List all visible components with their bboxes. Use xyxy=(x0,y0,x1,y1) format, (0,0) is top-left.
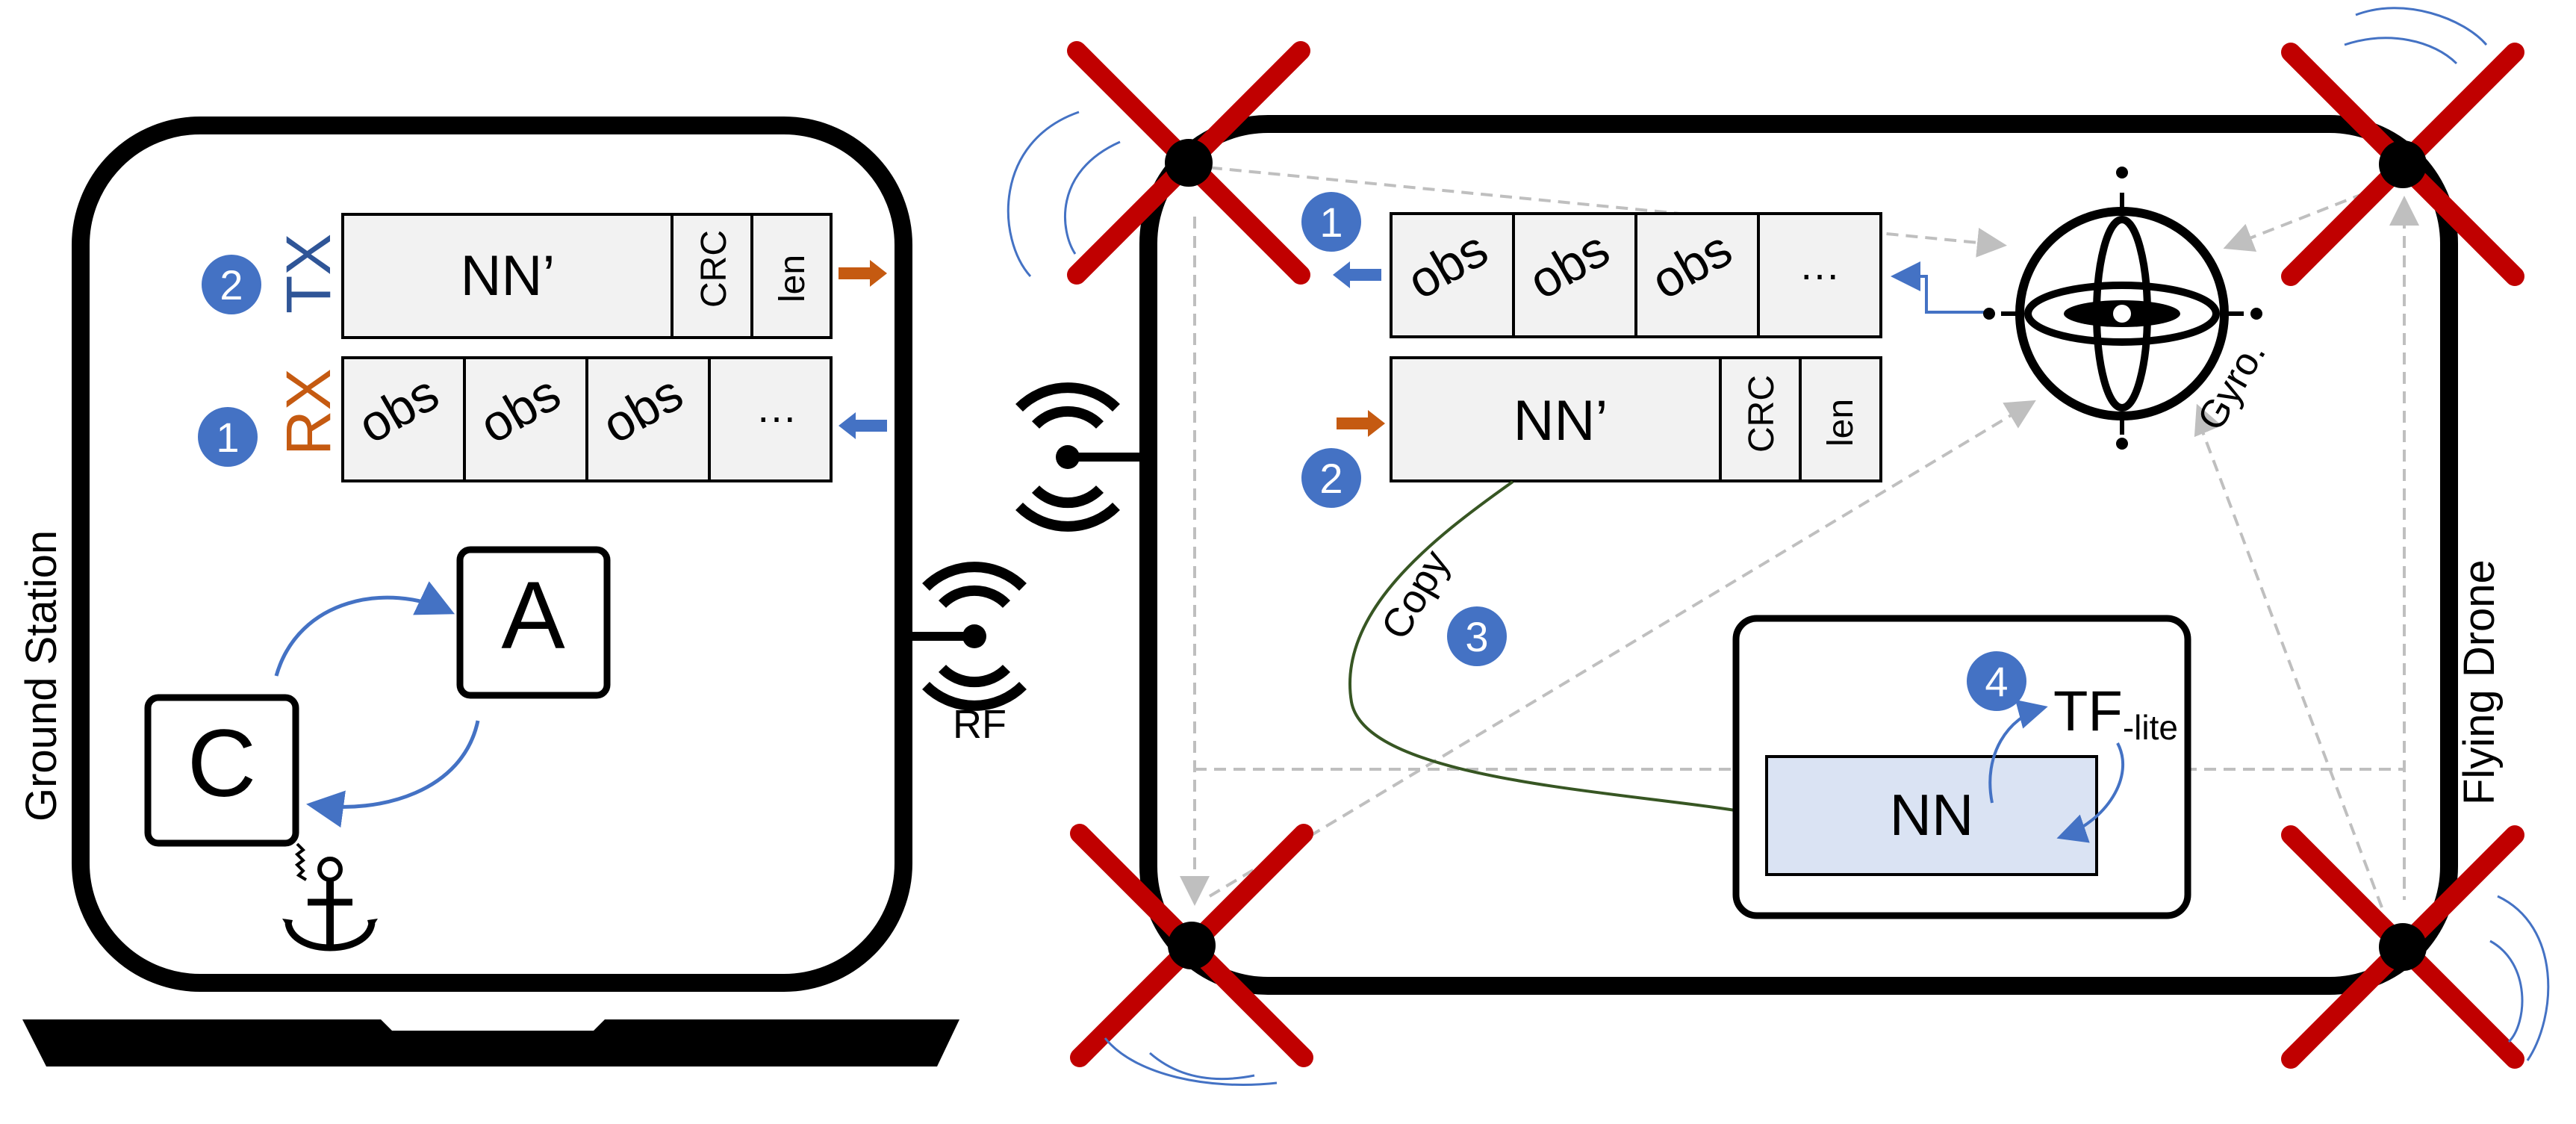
drone-tx-badge-number: 1 xyxy=(1319,199,1343,246)
critic-label: C xyxy=(187,710,256,817)
tx-cell-nn-label: NN’ xyxy=(461,244,556,308)
ground-station: Ground Station 2 TX NN’ CRC len 1 RX obs… xyxy=(17,117,1027,1066)
drone-rx-cell-crc xyxy=(1719,356,1802,482)
copy-badge-number: 3 xyxy=(1465,613,1488,660)
tx-label: TX xyxy=(273,234,343,314)
critic-to-actor-arrow xyxy=(274,581,455,677)
drone-tx-packet: obs obs obs … xyxy=(1390,212,1882,338)
copy-badge xyxy=(1447,606,1507,666)
drone-rx-badge-number: 2 xyxy=(1319,455,1343,502)
nn-label: NN xyxy=(1890,782,1974,848)
tx-cell-len xyxy=(750,213,833,339)
tx-cell-nn xyxy=(341,213,673,339)
tflite-label: TF-lite xyxy=(2053,680,2178,747)
tflite-sub: -lite xyxy=(2123,708,2178,747)
drone-tx-badge xyxy=(1301,192,1361,252)
tx-cell-crc xyxy=(671,213,753,339)
tx-badge xyxy=(202,255,261,314)
drone-tx-cell-0 xyxy=(1390,212,1515,338)
rx-label: RX xyxy=(273,368,343,456)
anchor-icon xyxy=(282,842,378,951)
copy-arrow xyxy=(1348,480,1772,826)
ground-station-frame xyxy=(72,117,912,992)
drone-label: Flying Drone xyxy=(2455,559,2504,805)
gyro-to-obs-arrow xyxy=(1891,261,1986,314)
rx-cell-3-label: … xyxy=(756,384,797,431)
drone-tx-cell-3-label: … xyxy=(1799,241,1841,288)
tx-cell-crc-label: CRC xyxy=(694,230,734,308)
critic-box xyxy=(144,694,299,847)
rx-packet: obs obs obs … xyxy=(341,356,833,482)
tflite-to-nn-arrow xyxy=(2056,742,2125,843)
tflite-badge xyxy=(1967,651,2026,711)
rx-in-arrow xyxy=(839,412,887,439)
drone-rx-cell-crc-label: CRC xyxy=(1742,375,1782,453)
drone-frame xyxy=(1139,115,2458,995)
drone-rx-badge xyxy=(1301,448,1361,508)
tx-out-arrow xyxy=(839,260,887,287)
drone-rx-cell-nn xyxy=(1390,356,1722,482)
actor-box xyxy=(456,546,611,699)
flying-drone: Flying Drone 1 obs obs obs … 2 NN’ CRC l… xyxy=(1007,7,2550,1086)
propeller-icon xyxy=(1080,833,1304,1058)
propeller-icon xyxy=(1077,51,1301,275)
drone-tx-cell-3 xyxy=(1757,212,1882,338)
tx-packet: NN’ CRC len xyxy=(341,213,833,339)
ground-station-label: Ground Station xyxy=(17,530,66,822)
drone-rx-cell-nn-label: NN’ xyxy=(1513,389,1608,453)
drone-tx-cell-1 xyxy=(1512,212,1637,338)
nn-box xyxy=(1765,755,2098,876)
drone-rx-cell-len xyxy=(1799,356,1882,482)
drone-rx-cell-len-label: len xyxy=(1821,399,1861,447)
rx-badge-number: 1 xyxy=(216,414,239,461)
nn-to-tflite-arrow xyxy=(1988,699,2048,804)
rx-cell-2 xyxy=(585,356,711,482)
wifi-signal-icon xyxy=(922,562,1027,711)
rf-label: RF xyxy=(953,702,1007,747)
rx-badge xyxy=(198,407,258,467)
tx-cell-len-label: len xyxy=(773,255,812,302)
actor-to-critic-arrow xyxy=(306,720,480,828)
gyroscope-icon xyxy=(1983,167,2262,450)
drone-tx-cell-2 xyxy=(1634,212,1760,338)
laptop-base xyxy=(22,1019,959,1066)
tx-badge-number: 2 xyxy=(220,261,243,308)
actor-label: A xyxy=(501,562,565,669)
wind-lines xyxy=(1007,7,2550,1086)
rx-cell-0 xyxy=(341,356,466,482)
drone-rx-in-arrow xyxy=(1337,410,1385,437)
wifi-signal-icon xyxy=(1015,382,1120,532)
drone-tx-out-arrow xyxy=(1333,261,1381,288)
rx-cell-1 xyxy=(463,356,588,482)
rx-cell-3 xyxy=(708,356,833,482)
tflite-main: TF xyxy=(2053,680,2123,743)
tflite-badge-number: 4 xyxy=(1985,658,2008,705)
drone-rx-packet: NN’ CRC len xyxy=(1390,356,1882,482)
